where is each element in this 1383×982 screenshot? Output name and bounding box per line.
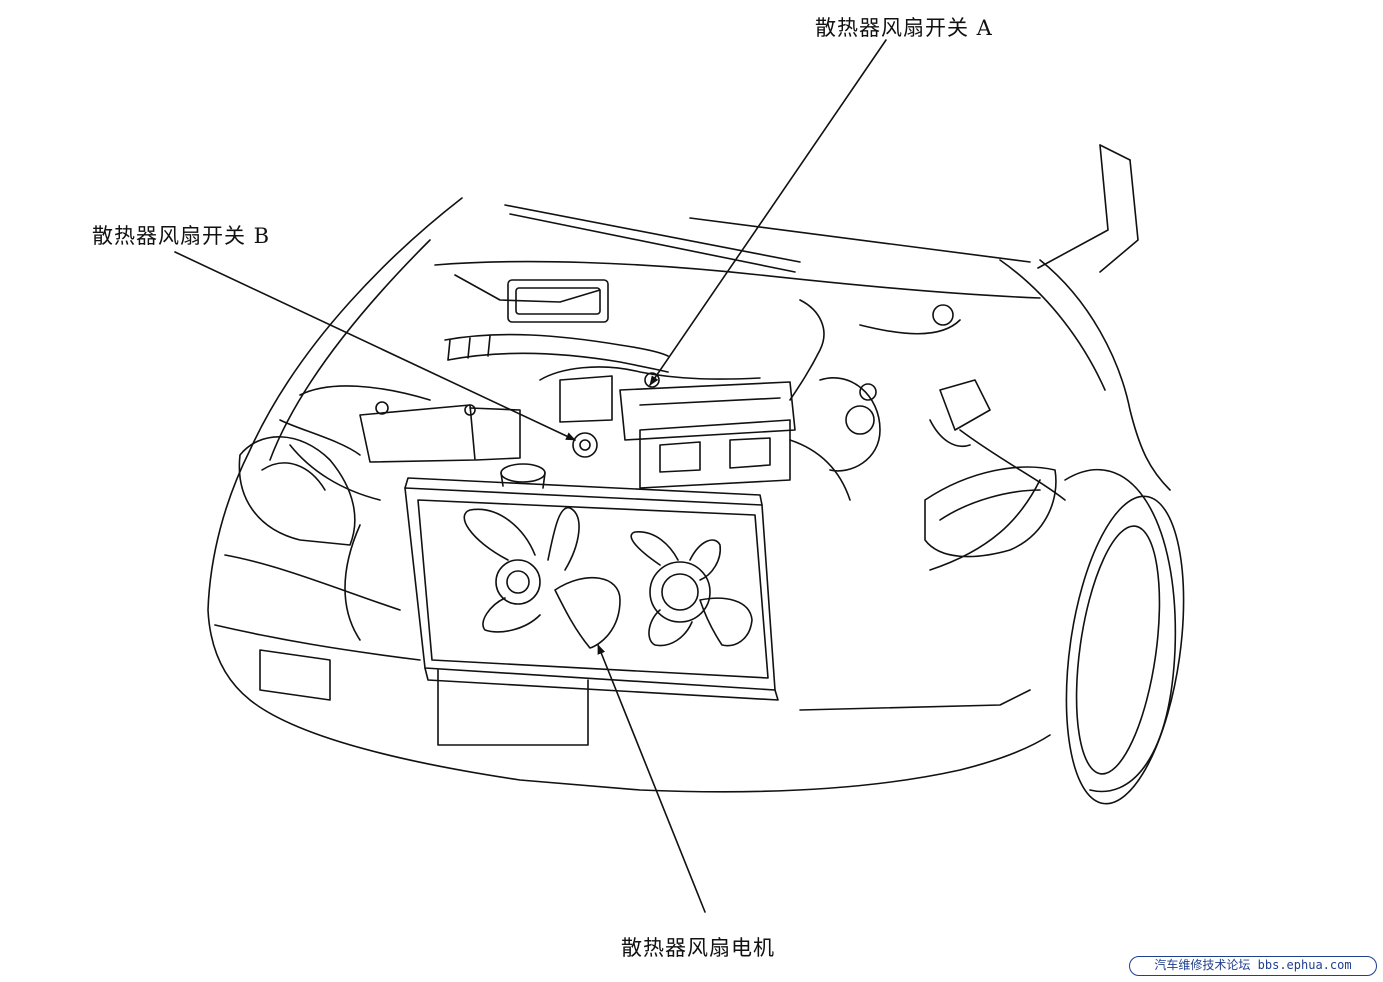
open-hood xyxy=(504,144,1139,273)
leader-line-switch-b xyxy=(174,251,576,441)
label-fan-switch-a: 散热器风扇开关 A xyxy=(815,16,993,40)
leader-line-switch-a xyxy=(649,39,887,386)
right-radiator-fan xyxy=(630,531,753,647)
left-headlight xyxy=(238,436,356,546)
leader-line-fan-motor xyxy=(597,644,706,913)
label-fan-motor: 散热器风扇电机 xyxy=(621,936,775,960)
left-radiator-fan xyxy=(463,507,621,649)
right-headlight xyxy=(924,466,1057,558)
front-wheel xyxy=(1064,468,1185,805)
radiator-assembly xyxy=(404,463,779,701)
car-body xyxy=(207,197,1171,793)
forum-watermark: 汽车维修技术论坛 bbs.ephua.com xyxy=(1129,956,1377,976)
label-fan-switch-b: 散热器风扇开关 B xyxy=(92,224,271,248)
engine-bay xyxy=(279,260,1041,501)
